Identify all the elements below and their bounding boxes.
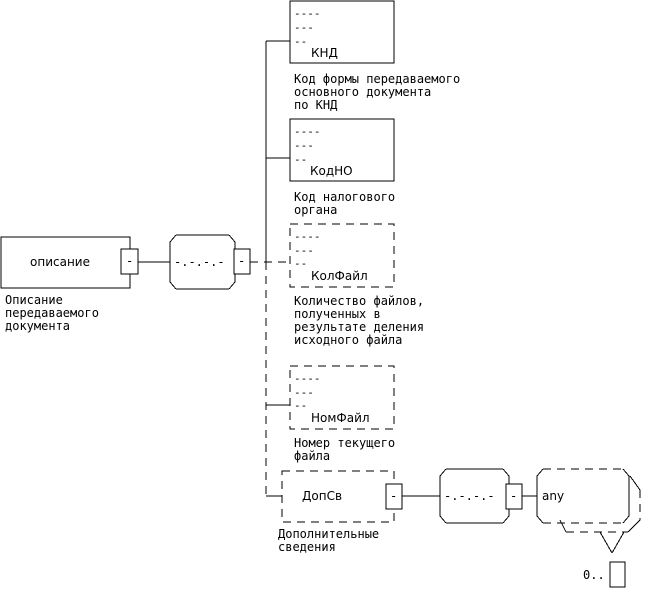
- type-mark: ----: [294, 230, 321, 243]
- sequence-compositor-main[interactable]: [169, 234, 236, 290]
- element-box-knd[interactable]: [289, 0, 395, 64]
- element-name-nomfail: НомФайл: [311, 411, 370, 425]
- type-mark: ----: [294, 125, 321, 138]
- element-description: по КНД: [294, 98, 338, 112]
- element-name-kodno: КодНО: [310, 164, 353, 178]
- element-description: результате деления: [294, 320, 424, 334]
- element-description: основного документа: [294, 85, 431, 99]
- element-box-kodno[interactable]: [289, 118, 395, 182]
- type-mark: --: [294, 153, 307, 166]
- root-description-line-2: передаваемого: [5, 306, 99, 320]
- root-description-line-3: документа: [5, 319, 70, 333]
- dopsv-connector-symbol: -: [390, 489, 397, 503]
- root-description-line-1: Описание: [5, 293, 63, 307]
- type-mark: ----: [294, 7, 321, 20]
- element-description: органа: [294, 203, 337, 217]
- sequence-symbol-dopsv: -.-.-.-: [444, 489, 495, 503]
- multiplicity-box: [609, 561, 626, 588]
- type-mark: ---: [294, 139, 314, 152]
- element-name-dopsv: ДопСв: [302, 489, 342, 503]
- root-element-name: описание: [30, 255, 90, 269]
- element-description: Номер текущего: [294, 436, 395, 450]
- root-element-box[interactable]: [0, 236, 131, 289]
- type-mark: --: [294, 399, 307, 412]
- element-description: Дополнительные: [278, 527, 379, 541]
- sequence-symbol-main: -.-.-.-: [174, 255, 225, 269]
- element-name-kolfail: КолФайл: [311, 269, 368, 283]
- type-mark: ---: [294, 244, 314, 257]
- element-description: файла: [294, 449, 330, 463]
- element-description: Количество файлов,: [294, 294, 424, 308]
- element-name-knd: КНД: [311, 46, 338, 60]
- type-mark: ----: [294, 372, 321, 385]
- element-description: полученных в: [294, 307, 381, 321]
- type-mark: --: [294, 257, 307, 270]
- element-description: Код формы передаваемого: [294, 72, 460, 86]
- type-mark: ---: [294, 386, 314, 399]
- any-element-name: any: [542, 489, 564, 503]
- sequence-connector-symbol: -: [238, 254, 245, 268]
- sequence-dopsv-connector-symbol: -: [510, 489, 517, 503]
- element-description: Код налогового: [294, 190, 395, 204]
- element-description: исходного файла: [294, 333, 402, 347]
- type-mark: ---: [294, 21, 314, 34]
- type-mark: --: [294, 35, 307, 48]
- element-box-dopsv[interactable]: [281, 470, 395, 523]
- any-element-shape[interactable]: [536, 468, 641, 554]
- multiplicity-label: 0..: [583, 568, 605, 582]
- root-connector-symbol: -: [126, 254, 133, 268]
- element-description: сведения: [278, 540, 336, 554]
